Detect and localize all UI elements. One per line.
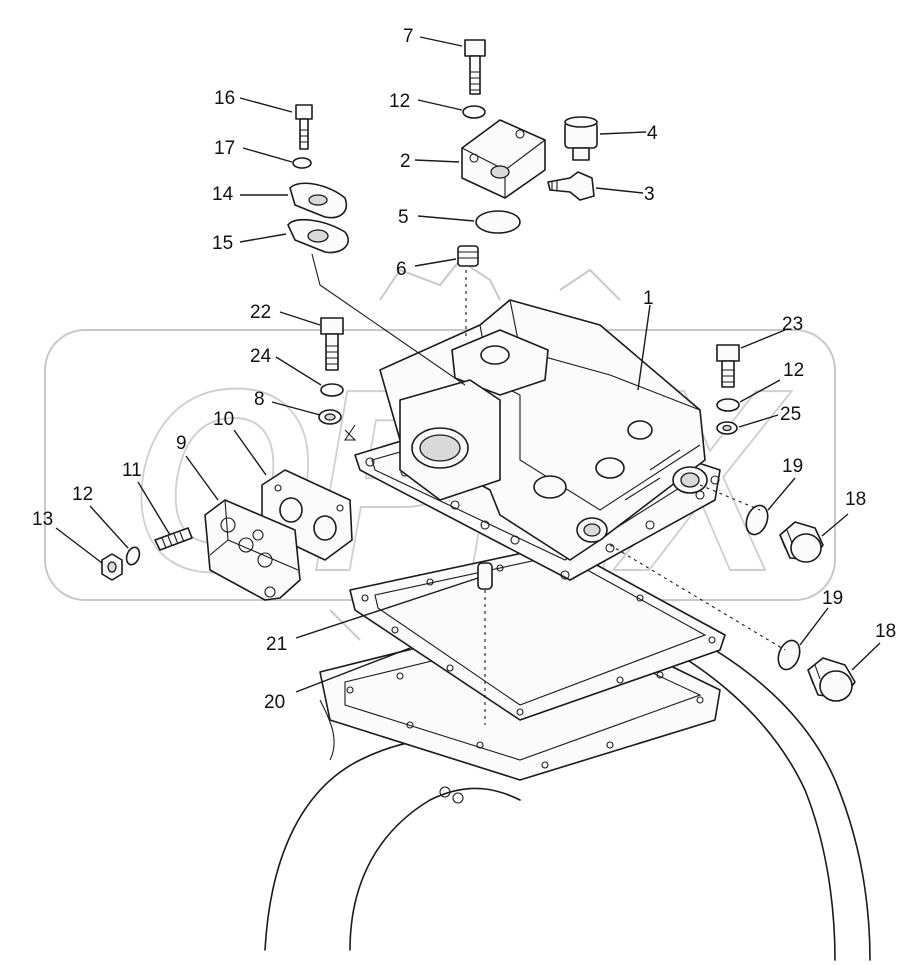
callout-20: 20 — [264, 692, 285, 713]
callout-3: 3 — [644, 184, 655, 205]
nut-13 — [101, 553, 123, 581]
callout-4: 4 — [647, 123, 658, 144]
washer-12-top — [462, 105, 486, 119]
washer-12-left — [125, 546, 141, 566]
callout-12-top: 12 — [389, 91, 410, 112]
cover-plate-9 — [204, 499, 301, 601]
valve-housing-2 — [461, 119, 546, 199]
washer-24 — [320, 383, 344, 397]
leader-lines — [55, 36, 881, 693]
sender-4 — [564, 116, 598, 161]
o-ring-19-upper — [745, 504, 769, 536]
stud-11 — [154, 527, 193, 551]
callout-6: 6 — [396, 259, 407, 280]
o-ring-5 — [475, 210, 521, 234]
washer-25 — [716, 421, 738, 435]
flange-14 — [289, 182, 347, 219]
gasket-15 — [287, 218, 349, 254]
bolt-16 — [295, 104, 313, 150]
plug-18-upper — [779, 521, 824, 563]
callout-23: 23 — [782, 314, 803, 335]
callout-1: 1 — [643, 288, 654, 309]
callout-15: 15 — [212, 233, 233, 254]
plug-18-lower — [807, 657, 856, 702]
callout-10: 10 — [213, 409, 234, 430]
hidden-line-8 — [343, 424, 357, 441]
callout-13: 13 — [32, 509, 53, 530]
callout-9: 9 — [176, 433, 187, 454]
callout-24: 24 — [250, 346, 272, 367]
callout-19-lower: 19 — [822, 588, 843, 609]
callout-18-upper: 18 — [845, 489, 866, 510]
callout-2: 2 — [400, 151, 411, 172]
dowel-pin-21 — [477, 562, 493, 725]
elbow-fitting-3 — [547, 171, 595, 201]
callout-7: 7 — [403, 26, 414, 47]
spacer-6 — [457, 245, 479, 340]
bolt-23 — [716, 344, 740, 388]
washer-12-right — [716, 398, 740, 412]
callout-5: 5 — [398, 207, 409, 228]
callout-12-right: 12 — [783, 360, 804, 381]
callout-16: 16 — [214, 88, 235, 109]
callout-11: 11 — [122, 460, 142, 481]
callout-19-upper: 19 — [782, 456, 803, 477]
callout-12-left: 12 — [72, 484, 93, 505]
callout-22: 22 — [250, 302, 271, 323]
transmission-cover-1 — [354, 299, 721, 581]
hidden-line-15 — [311, 253, 466, 386]
callout-8: 8 — [254, 389, 265, 410]
callout-25: 25 — [780, 404, 801, 425]
bolt-7 — [464, 39, 486, 95]
hidden-line-plugs-lower — [609, 544, 786, 651]
washer-8 — [318, 409, 342, 425]
callout-21: 21 — [266, 634, 287, 655]
washer-17 — [292, 157, 312, 169]
o-ring-19-lower — [777, 639, 801, 671]
callout-17: 17 — [214, 138, 235, 159]
callout-14: 14 — [212, 184, 234, 205]
callout-18-lower: 18 — [875, 621, 896, 642]
callouts: 1 2 3 4 5 6 7 8 9 10 11 12 12 12 13 14 1… — [32, 26, 896, 713]
bolt-22 — [320, 317, 344, 371]
